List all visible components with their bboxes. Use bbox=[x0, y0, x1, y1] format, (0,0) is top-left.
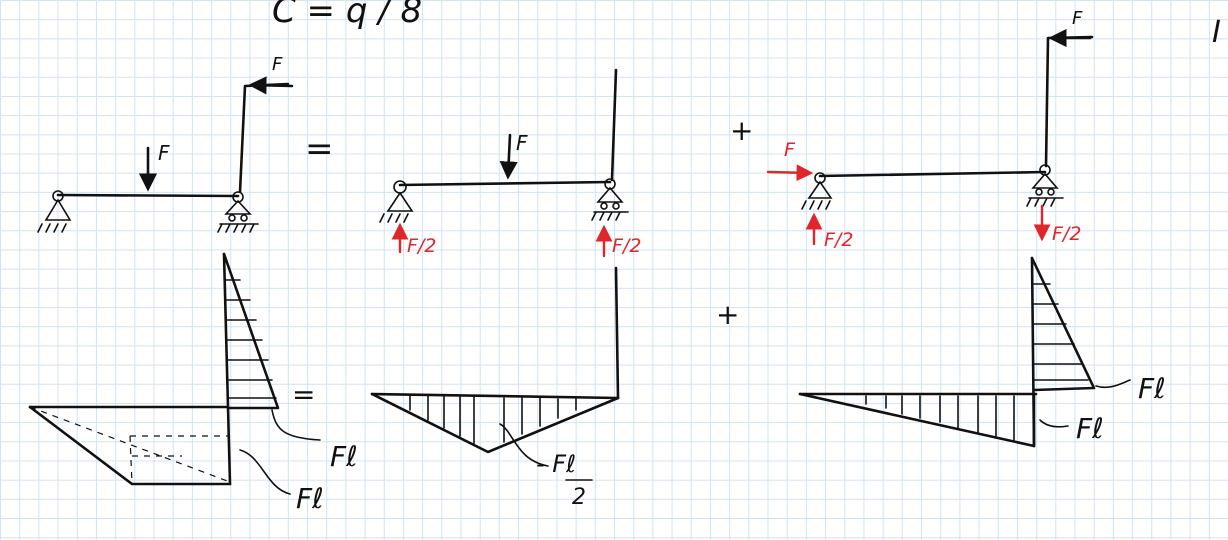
partial-right-letter: I bbox=[1212, 15, 1221, 50]
moment-label-3a: Fℓ bbox=[1138, 372, 1166, 405]
plus-sign-top: + bbox=[730, 114, 753, 147]
plus-sign-bottom: + bbox=[716, 298, 739, 331]
svg-text:C = q / 8: C = q / 8 bbox=[272, 0, 422, 31]
moment-diagram-1: Fℓ Fℓ bbox=[28, 252, 358, 515]
pin-support-2 bbox=[379, 180, 414, 223]
moment-label-2-den: 2 bbox=[572, 485, 586, 510]
frame-original: F F bbox=[37, 54, 294, 233]
pin-support-3 bbox=[801, 172, 833, 210]
reaction-label-2b: F/2 bbox=[612, 235, 641, 257]
moment-diagram-2: - Fℓ 2 bbox=[370, 266, 620, 510]
column-2 bbox=[610, 68, 618, 182]
hload-label-3: F bbox=[1072, 8, 1083, 29]
partial-formula: C = q / 8 bbox=[272, 0, 422, 31]
moment-diagram-3: Fℓ Fℓ bbox=[798, 256, 1166, 448]
roller-support-1 bbox=[217, 191, 259, 233]
beam-2 bbox=[398, 180, 612, 187]
roller-support-3 bbox=[1026, 164, 1064, 207]
roller-support-2 bbox=[591, 178, 629, 221]
column-3 bbox=[1044, 35, 1094, 168]
reaction-horizontal-3 bbox=[766, 164, 814, 182]
horizontal-load-1 bbox=[248, 76, 294, 95]
reaction-label-3b: F/2 bbox=[1052, 223, 1081, 245]
column-1 bbox=[238, 82, 290, 194]
load-arrow-2 bbox=[499, 133, 518, 180]
pin-support-1 bbox=[37, 190, 72, 233]
equals-sign-top: = bbox=[305, 129, 334, 169]
frame-horizontal-load: F F F/2 F/2 bbox=[766, 8, 1094, 251]
hload-label-1: F bbox=[272, 54, 283, 75]
load-label-1: F bbox=[158, 141, 170, 165]
moment-label-3b: Fℓ bbox=[1076, 412, 1104, 445]
moment-label-1b: Fℓ bbox=[296, 482, 324, 515]
beam-1 bbox=[56, 193, 240, 198]
reaction-label-3a: F/2 bbox=[824, 229, 853, 251]
frame-simply-supported: F F/2 F/2 bbox=[379, 68, 641, 258]
moment-label-1a: Fℓ bbox=[330, 440, 358, 473]
reaction-label-2a: F/2 bbox=[407, 235, 436, 257]
load-label-2: F bbox=[516, 131, 528, 155]
reaction-horizontal-label-3: F bbox=[784, 139, 796, 161]
moment-label-2-num: - Fℓ bbox=[536, 450, 576, 478]
equals-sign-bottom: = bbox=[292, 378, 315, 411]
beam-3 bbox=[818, 170, 1047, 178]
